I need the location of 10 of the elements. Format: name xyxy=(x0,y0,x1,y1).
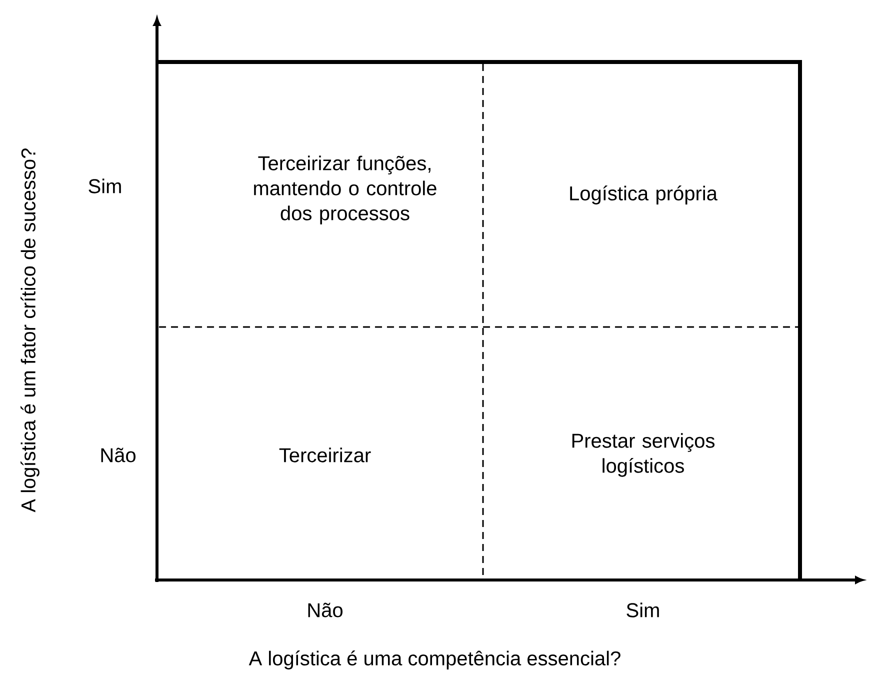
y-axis-title: A logística é um fator crítico de sucesso? xyxy=(20,148,40,512)
axis-value: Sim xyxy=(626,602,659,618)
axis-value: Sim xyxy=(88,178,121,194)
quadrant-text: Logística própria xyxy=(570,186,718,204)
x-axis-title: A logística é uma competência essencial? xyxy=(248,650,620,670)
axis-value: Não xyxy=(308,602,342,618)
quadrant-text: Terceirizar funções, mantendo o controle dos processos xyxy=(254,156,436,224)
quadrant-text: Terceirizar xyxy=(279,448,371,462)
axis-value: Não xyxy=(101,448,136,462)
quadrant-text: Prestar serviços logísticos xyxy=(572,433,714,477)
